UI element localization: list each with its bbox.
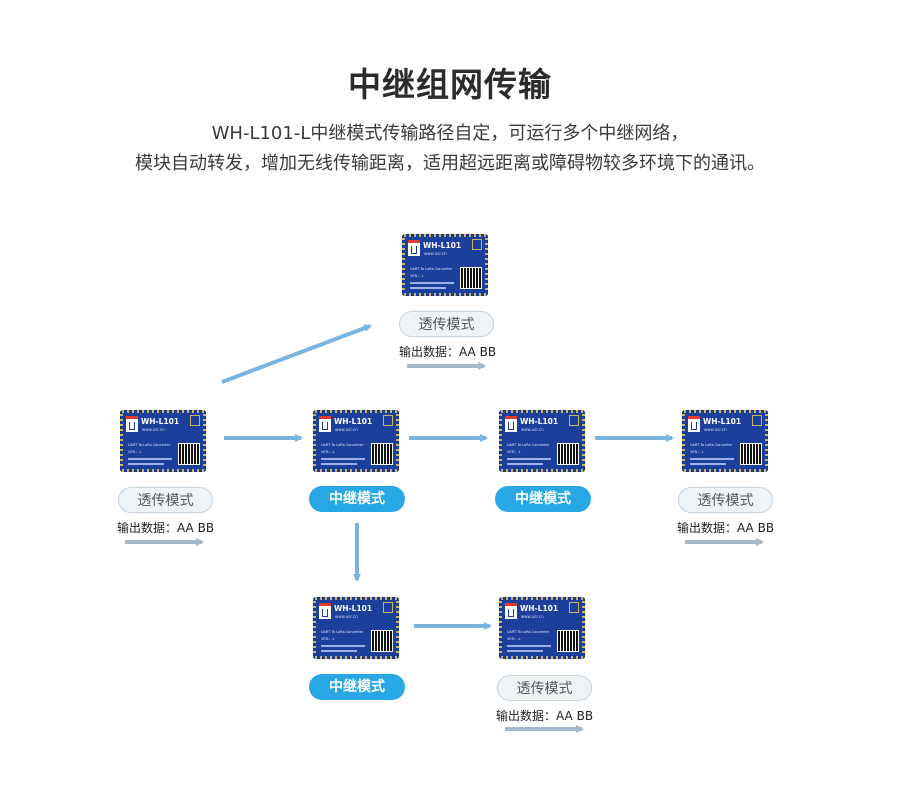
qr-code-icon <box>557 443 579 465</box>
usr-logo-icon <box>319 603 331 619</box>
antenna-icon <box>752 415 762 426</box>
module-bottom: WH-L101 www.usr.cn UART To LoRa Converte… <box>499 597 585 659</box>
module-desc: UART To LoRa Converter <box>321 630 364 634</box>
output-data-bottom: 输出数据：AA BB <box>496 707 593 724</box>
output-value: AA BB <box>737 521 775 535</box>
antenna-icon <box>383 602 393 613</box>
mode-pill-relay-1: 中继模式 <box>309 486 405 512</box>
output-label: 输出数据： <box>399 345 460 359</box>
module-name: WH-L101 <box>141 417 180 426</box>
antenna-icon <box>383 415 393 426</box>
output-label: 输出数据： <box>496 709 557 723</box>
output-data-top: 输出数据：AA BB <box>399 343 496 360</box>
module-name: WH-L101 <box>703 417 742 426</box>
qr-code-icon <box>740 443 762 465</box>
qr-code-icon <box>371 630 393 652</box>
module-url: www.usr.cn <box>704 427 727 432</box>
subtitle-line-1: WH-L101-L中继模式传输路径自定，可运行多个中继网络， <box>211 123 689 144</box>
usr-logo-icon <box>505 416 517 432</box>
subtitle-line-2: 模块自动转发，增加无线传输距离，适用超远距离或障碍物较多环境下的通讯。 <box>135 153 765 174</box>
qr-code-icon <box>460 267 482 289</box>
mode-pill-right: 透传模式 <box>678 487 773 513</box>
output-value: AA BB <box>177 521 215 535</box>
module-version: VER.: -L <box>690 450 704 454</box>
mode-pill-top: 透传模式 <box>399 311 494 337</box>
usr-logo-icon <box>688 416 700 432</box>
output-data-left: 输出数据：AA BB <box>117 519 214 536</box>
qr-code-icon <box>557 630 579 652</box>
module-url: www.usr.cn <box>424 251 447 256</box>
module-desc: UART To LoRa Converter <box>507 443 550 447</box>
module-desc: UART To LoRa Converter <box>507 630 550 634</box>
module-version: VER.: -L <box>410 274 424 278</box>
usr-logo-icon <box>126 416 138 432</box>
module-url: www.usr.cn <box>335 614 358 619</box>
module-version: VER.: -L <box>321 637 335 641</box>
module-desc: UART To LoRa Converter <box>690 443 733 447</box>
antenna-icon <box>190 415 200 426</box>
module-relay-3: WH-L101 www.usr.cn UART To LoRa Converte… <box>313 597 399 659</box>
module-desc: UART To LoRa Converter <box>410 267 453 271</box>
qr-code-icon <box>371 443 393 465</box>
mode-pill-relay-3: 中继模式 <box>309 674 405 700</box>
module-name: WH-L101 <box>423 241 462 250</box>
page-title: 中继组网传输 <box>348 65 552 104</box>
mode-pill-bottom: 透传模式 <box>497 675 592 701</box>
module-right: WH-L101 www.usr.cn UART To LoRa Converte… <box>682 410 768 472</box>
usr-logo-icon <box>319 416 331 432</box>
antenna-icon <box>569 415 579 426</box>
module-top: WH-L101 www.usr.cn UART To LoRa Converte… <box>402 234 488 296</box>
usr-logo-icon <box>505 603 517 619</box>
arrow-left-to-top <box>221 324 372 384</box>
antenna-icon <box>472 239 482 250</box>
module-left: WH-L101 www.usr.cn UART To LoRa Converte… <box>120 410 206 472</box>
module-url: www.usr.cn <box>142 427 165 432</box>
qr-code-icon <box>178 443 200 465</box>
output-value: AA BB <box>556 709 594 723</box>
output-data-right: 输出数据：AA BB <box>677 519 774 536</box>
antenna-icon <box>569 602 579 613</box>
module-relay-2: WH-L101 www.usr.cn UART To LoRa Converte… <box>499 410 585 472</box>
usr-logo-icon <box>408 240 420 256</box>
module-name: WH-L101 <box>334 417 373 426</box>
output-value: AA BB <box>459 345 497 359</box>
module-relay-1: WH-L101 www.usr.cn UART To LoRa Converte… <box>313 410 399 472</box>
module-version: VER.: -L <box>321 450 335 454</box>
module-url: www.usr.cn <box>521 427 544 432</box>
mode-pill-relay-2: 中继模式 <box>495 486 591 512</box>
mode-pill-left: 透传模式 <box>118 487 213 513</box>
module-name: WH-L101 <box>520 417 559 426</box>
module-desc: UART To LoRa Converter <box>321 443 364 447</box>
output-label: 输出数据： <box>117 521 178 535</box>
module-url: www.usr.cn <box>521 614 544 619</box>
module-name: WH-L101 <box>334 604 373 613</box>
module-name: WH-L101 <box>520 604 559 613</box>
module-desc: UART To LoRa Converter <box>128 443 171 447</box>
module-version: VER.: -L <box>507 450 521 454</box>
output-label: 输出数据： <box>677 521 738 535</box>
module-version: VER.: -L <box>128 450 142 454</box>
module-url: www.usr.cn <box>335 427 358 432</box>
module-version: VER.: -L <box>507 637 521 641</box>
